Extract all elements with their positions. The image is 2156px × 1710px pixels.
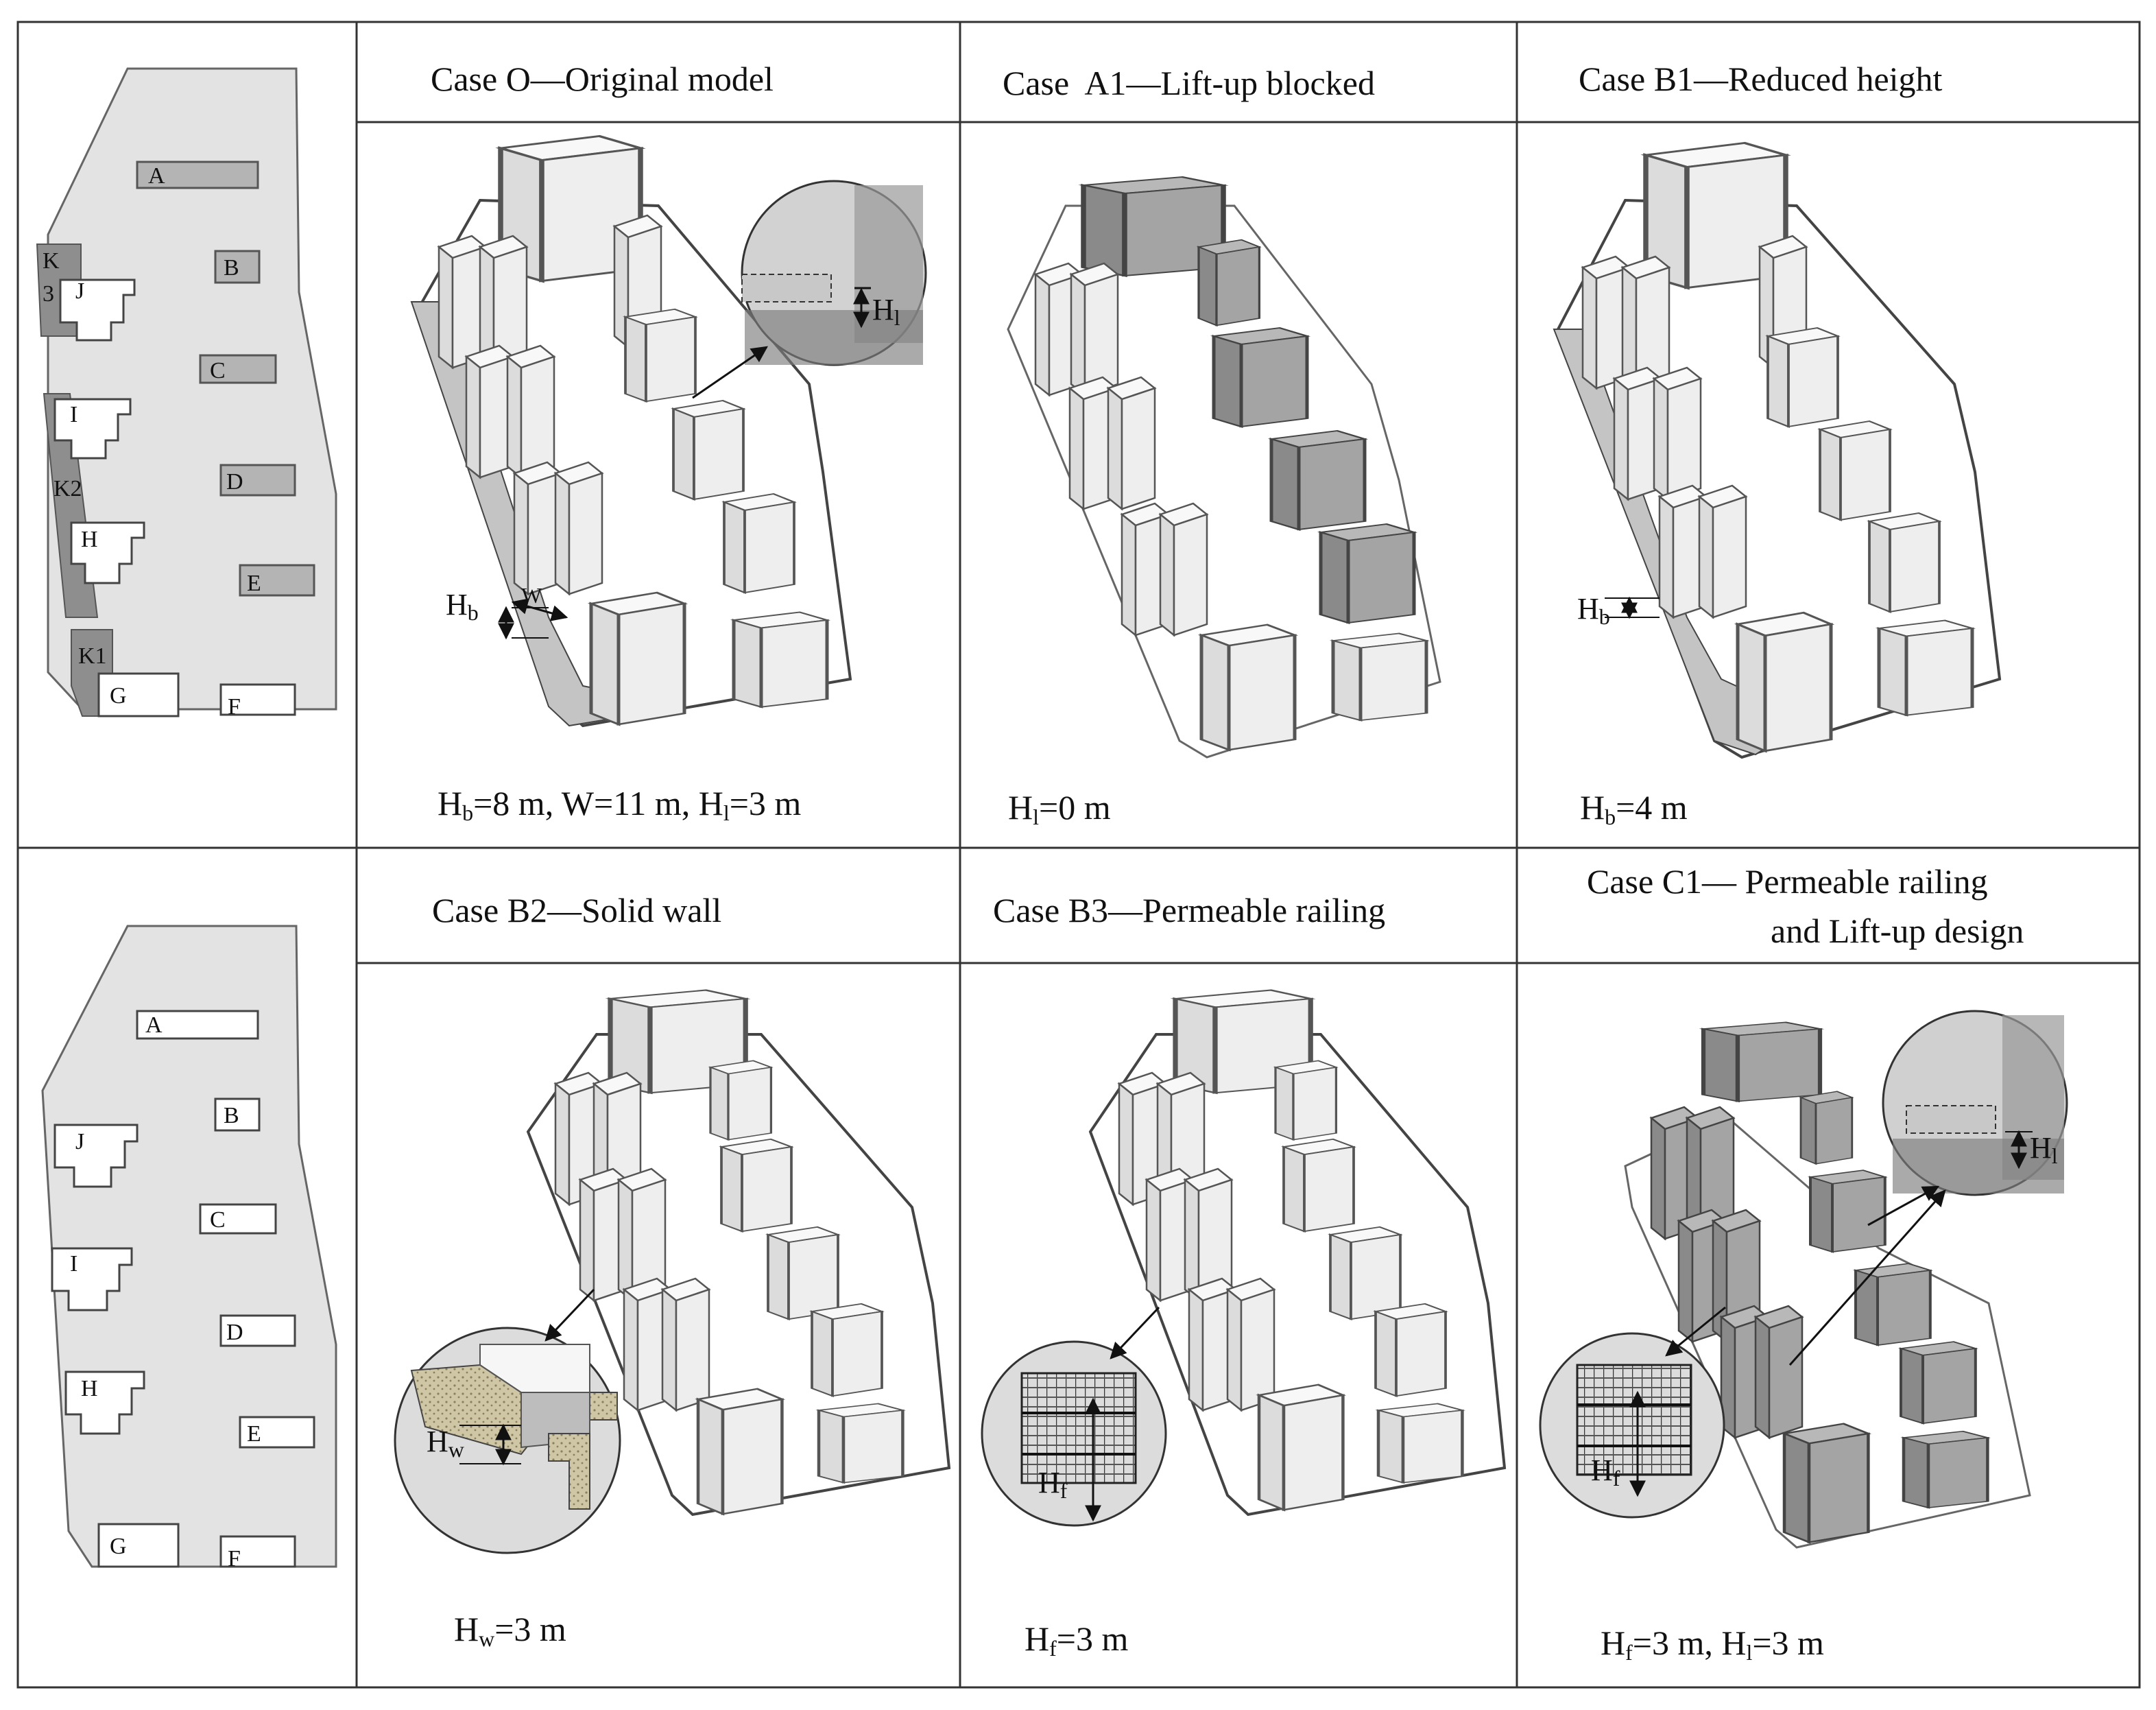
header-case-a1: Case A1—Lift-up blocked [1003, 64, 1375, 102]
header-case-b3: Case B3—Permeable railing [993, 891, 1386, 929]
block-a [136, 1010, 259, 1040]
tower-h [64, 1370, 145, 1435]
plan-label-i: I [70, 402, 78, 427]
block-d [219, 464, 296, 497]
dim-hw-case-b2: Hw [427, 1425, 464, 1462]
block-e [239, 1416, 315, 1449]
plan-label-e: E [247, 571, 261, 596]
tower-h [70, 521, 145, 584]
plan-label-c: C [210, 358, 226, 383]
plan-label-c: C [210, 1207, 226, 1233]
block-b [214, 250, 261, 284]
block-b [214, 1097, 261, 1132]
site-outline [526, 1033, 951, 1517]
header-case-o: Case O—Original model [431, 60, 774, 98]
plan-label-k3-k: K [43, 248, 60, 274]
plan-label-i: I [70, 1251, 78, 1276]
model-case-b1 [1553, 143, 2002, 759]
plan-label-d: D [226, 1320, 243, 1345]
plan-label-b: B [224, 1103, 239, 1128]
dim-hf-case-c1: Hf [1591, 1453, 1620, 1491]
dim-hf-case-b3: Hf [1038, 1466, 1068, 1503]
plan-label-f: F [228, 694, 241, 720]
model-case-c1 [1539, 1010, 2068, 1549]
dim-hl-case-c1: Hl [2030, 1131, 2058, 1168]
plan-label-h: H [81, 527, 98, 552]
block-a [136, 161, 259, 189]
plan-label-d: D [226, 469, 243, 495]
model-case-b2 [394, 990, 951, 1554]
site-plan-bottom [41, 925, 337, 1568]
header-case-c1-line1: Case C1— Permeable railing [1587, 862, 1988, 901]
block-c [199, 354, 277, 384]
block-f [219, 683, 296, 716]
plan-label-a: A [148, 163, 165, 189]
model-case-o [410, 136, 927, 728]
dim-w-case-o: W [521, 583, 542, 608]
plan-label-e: E [247, 1421, 261, 1447]
plan-label-k3-num: 3 [43, 281, 54, 307]
tower-j [59, 278, 136, 342]
plan-label-j: J [75, 1129, 85, 1154]
block-g [97, 672, 180, 717]
caption-case-b1: Hb=4 m [1580, 788, 1688, 829]
block-e [239, 564, 315, 597]
plan-label-k1: K1 [78, 643, 107, 669]
dim-hb-case-b1: Hb [1577, 592, 1610, 629]
caption-case-o: Hb=8 m, W=11 m, Hl=3 m [438, 784, 802, 825]
header-case-b2: Case B2—Solid wall [432, 891, 722, 929]
tower-i [51, 1247, 133, 1311]
header-case-b1: Case B1—Reduced height [1579, 60, 1943, 98]
block-g [97, 1523, 180, 1568]
site-plan-top [36, 67, 337, 717]
table-grid [16, 21, 2141, 1689]
model-case-b3 [981, 990, 1507, 1527]
plan-label-f: F [228, 1546, 241, 1571]
plan-label-h: H [81, 1376, 98, 1401]
block-c [199, 1203, 277, 1235]
dim-hb-case-o: Hb [446, 588, 479, 625]
site-outline [1088, 1033, 1507, 1517]
plan-label-j: J [75, 278, 85, 304]
header-case-c1-line2: and Lift-up design [1771, 912, 2024, 950]
block-f [219, 1535, 296, 1568]
plan-label-b: B [224, 255, 239, 281]
site-outline [1007, 204, 1441, 759]
plan-label-k2: K2 [53, 476, 82, 501]
block-d [219, 1314, 296, 1347]
model-case-a1 [1007, 177, 1441, 759]
dim-hl-case-o: Hl [872, 293, 900, 330]
plan-label-g: G [110, 1534, 127, 1559]
plan-label-a: A [145, 1012, 163, 1038]
caption-case-c1: Hf=3 m, Hl=3 m [1601, 1624, 1824, 1665]
plan-label-g: G [110, 683, 127, 709]
tower-i [53, 398, 132, 460]
caption-case-b2: Hw=3 m [454, 1610, 566, 1651]
tower-j [53, 1124, 139, 1188]
caption-case-a1: Hl=0 m [1008, 788, 1111, 829]
caption-case-b3: Hf=3 m [1025, 1619, 1129, 1661]
